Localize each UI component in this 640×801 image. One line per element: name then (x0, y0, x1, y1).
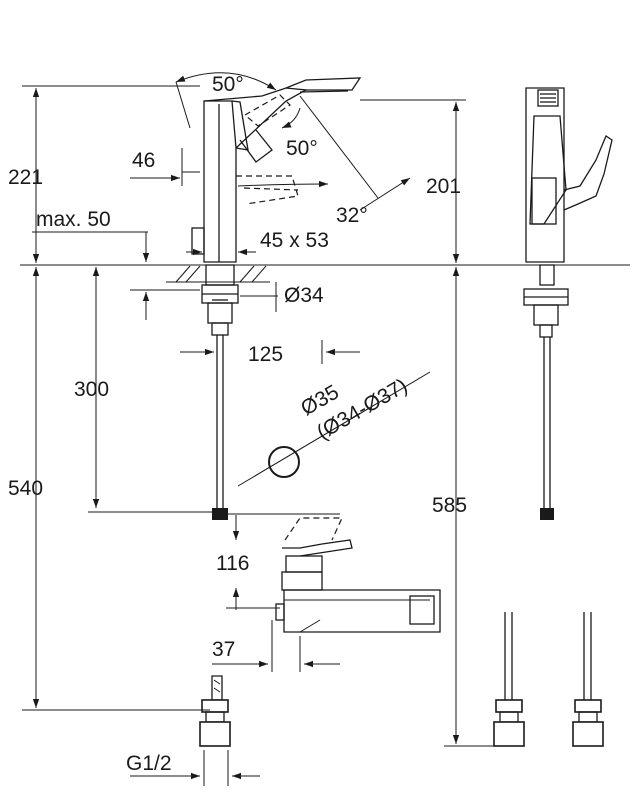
hose-connector-left (199, 675, 231, 747)
label-total-height: 540 (8, 477, 43, 500)
label-spout-depth: 46 (132, 149, 155, 172)
label-waste-height: 116 (216, 552, 249, 575)
label-body-height: 201 (426, 175, 461, 198)
label-spout-height: 221 (8, 166, 43, 189)
label-deck-thickness: max. 50 (36, 208, 111, 231)
label-lever-reach: 125 (248, 343, 283, 366)
label-angle-side: 50° (286, 137, 318, 160)
label-base-size: 45 x 53 (260, 229, 329, 252)
pop-up-waste (275, 517, 441, 633)
label-angle-top: 50° (212, 73, 244, 96)
faucet-side-view (523, 87, 613, 520)
label-hose-length: 300 (74, 378, 109, 401)
hose-connector-right-2 (572, 612, 604, 747)
label-shank-diameter: Ø34 (284, 284, 324, 307)
label-total-length: 585 (432, 494, 467, 517)
label-waste-offset: 37 (212, 638, 235, 661)
hole-symbol (268, 446, 300, 478)
label-angle-tilt: 32° (336, 204, 368, 227)
label-connection-thread: G1/2 (126, 752, 172, 775)
faucet-front-view (166, 77, 362, 520)
hose-connector-right-1 (493, 612, 525, 747)
